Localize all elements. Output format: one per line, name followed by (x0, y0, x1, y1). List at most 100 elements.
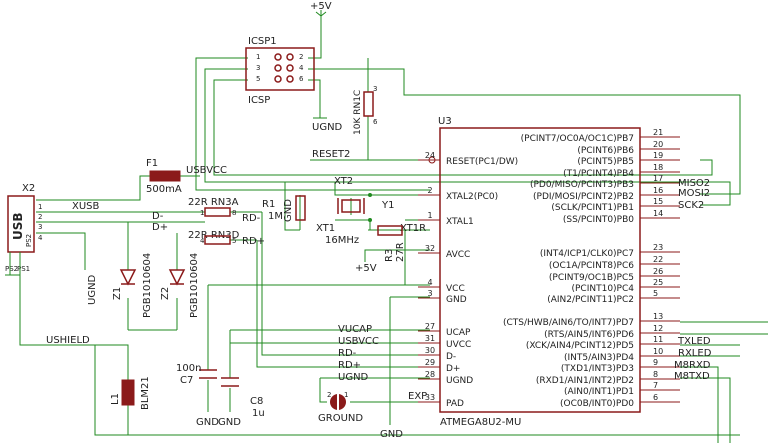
txled-net: TXLED (677, 336, 711, 347)
rn3a-pin-right: 8 (232, 209, 236, 217)
ic-right-pin-name: (PCINT10)PC4 (571, 284, 634, 294)
r1-ref: R1 (262, 199, 275, 210)
ic-right-pin-name: (AIN2/PCINT11)PC2 (547, 295, 634, 305)
r3-ref: R3 (384, 249, 395, 262)
ic-right-pin-number: 14 (653, 209, 663, 218)
ic-right-pin-name: (PCINT6)PB6 (577, 146, 634, 156)
ic-right-pin-name: (INT4/ICP1/CLK0)PC7 (540, 249, 634, 259)
miso-net: MISO2 (678, 178, 710, 189)
exp-label: EXP (408, 391, 427, 402)
ic-left-pin-number: 3 (427, 289, 432, 298)
ic-right-pin-number: 21 (653, 128, 663, 137)
y1-freq: 16MHz (325, 235, 359, 246)
l1-ref: L1 (110, 393, 121, 405)
usb-pin-1: 1 (38, 203, 42, 211)
ic-left-pin-name: UCAP (446, 328, 471, 338)
ic-right-pin-number: 25 (653, 278, 663, 287)
rn1c-pin-top: 3 (373, 85, 377, 93)
vucap-net: VUCAP (338, 324, 372, 335)
ic-left-pin-name: D+ (446, 364, 460, 374)
rdm-net: RD- (338, 348, 357, 359)
gnd-xt-label: GND (283, 199, 294, 222)
plus5v-avcc-label: +5V (355, 263, 377, 274)
ic-left-pin-name: PAD (446, 399, 464, 409)
usb-dm-label: D- (152, 211, 164, 222)
z2-ref: Z2 (160, 287, 171, 300)
usb-dp-label: D+ (152, 222, 168, 233)
ic-right-pins: 21 (PCINT7/OC0A/OC1C)PB7 20 (PCINT6)PB6 19 (P… (503, 128, 680, 409)
fuse-net: USBVCC (186, 165, 227, 176)
ic-right-pin-number: 23 (653, 243, 663, 252)
ic-right-pin-number: 19 (653, 151, 663, 160)
ground-pin-b: 1 (344, 391, 348, 399)
ic-right-pin-number: 6 (653, 393, 658, 402)
usb-ref: X2 (22, 183, 35, 194)
ugnd-net: UGND (338, 372, 369, 383)
icsp-ref: ICSP1 (248, 36, 277, 47)
c8-gnd-label: GND (218, 417, 241, 428)
ic-left-pin-number: 32 (425, 244, 435, 253)
reset-net-label: RESET2 (312, 149, 350, 160)
ic-right-pin-name: (TXD1/INT3)PD3 (561, 364, 634, 374)
ic-right-pin-number: 12 (653, 324, 663, 333)
r1-resistor: R1 1M (262, 195, 306, 222)
ic-right-pin-name: (SS/PCINT0)PB0 (563, 215, 634, 225)
ic-right-pin-name: (OC1A/PCINT8)PC6 (549, 261, 634, 271)
usb-ps1-label: PS1 (17, 265, 30, 273)
usb-pin-4: 4 (38, 234, 43, 242)
c8-value: 1u (252, 408, 265, 419)
zener-z2: Z2 PGB1010604 (160, 253, 200, 318)
sck-net: SCK2 (678, 200, 704, 211)
ic-right-pin-number: 7 (653, 381, 658, 390)
ic-right-pin-number: 9 (653, 358, 658, 367)
ic-right-pin-number: 26 (653, 267, 663, 276)
ic-left-pin-number: 2 (427, 186, 432, 195)
fuse-f1: F1 USBVCC 500mA (146, 158, 227, 195)
ic-left-pin-name: VCC (446, 284, 465, 294)
ic-u3: U3 ATMEGA8U2-MU 24RESET(PC1/DW)2XTAL2(PC… (418, 116, 680, 428)
rxled-net: RXLED (678, 348, 712, 359)
ic-right-pin-number: 18 (653, 163, 663, 172)
rdp-net: RD+ (338, 360, 361, 371)
capacitor-c7: 100n C7 GND (176, 363, 219, 428)
ic-right-pin-number: 13 (653, 312, 663, 321)
rn3d-net-out: RD+ (242, 236, 265, 247)
ic-left-pin-number: 29 (425, 358, 435, 367)
ic-right-pin-number: 11 (653, 335, 663, 344)
ic-right-pin-number: 5 (653, 289, 658, 298)
ic-right-pin-number: 20 (653, 140, 663, 149)
ic-right-pin-name: (SCLK/PCINT1)PB1 (551, 203, 634, 213)
mosi-net: MOSI2 (678, 188, 710, 199)
r3-value: 27R (395, 242, 406, 262)
ferrite-l1: L1 BLM21 (110, 376, 151, 410)
ic-right-pin-number: 15 (653, 197, 663, 206)
icsp-name: ICSP (248, 95, 270, 106)
ic-right-pin-name: (PD0/MISO/PCINT3)PB3 (530, 180, 634, 190)
y1-ref: Y1 (381, 200, 394, 211)
ic-right-pin-name: (PCINT7/OC0A/OC1C)PB7 (521, 134, 634, 144)
ic-right-pin-name: (T1/PCINT4)PB4 (563, 169, 634, 179)
rn3a-pin-left: 1 (200, 209, 204, 217)
c8-ref: C8 (250, 396, 263, 407)
icsp-pin-5: 5 (256, 75, 260, 83)
rn3d-resistor: 22R RN3D 4 5 RD+ (188, 230, 265, 247)
ic-right-pin-name: (CTS/HWB/AIN6/TO/INT7)PD7 (503, 318, 634, 328)
ic-right-pin-name: (INT5/AIN3)PD4 (564, 353, 634, 363)
ic-right-pin-number: 17 (653, 174, 663, 183)
r3-resistor: R3 27R (377, 225, 406, 262)
c7-ref: C7 (180, 375, 193, 386)
icsp-pin-2: 2 (299, 53, 303, 61)
ic-left-pin-number: 28 (425, 370, 435, 379)
c7-value: 100n (176, 363, 201, 374)
icsp-header: ICSP1 1 2 3 4 5 6 ICSP (245, 36, 315, 106)
xusb-label: XUSB (72, 201, 100, 212)
plus5v-top-label: +5V (310, 1, 332, 12)
r1-value: 1M (268, 211, 283, 222)
ic-right-pin-name: (OC0B/INT0)PD0 (560, 399, 634, 409)
m8rxd-net: M8RXD (674, 360, 711, 371)
m8txd-net: M8TXD (674, 371, 710, 382)
usb-ps2-label: PS2 (5, 265, 18, 273)
supply-top: +5V (310, 1, 332, 17)
ic-right-pin-number: 8 (653, 370, 658, 379)
